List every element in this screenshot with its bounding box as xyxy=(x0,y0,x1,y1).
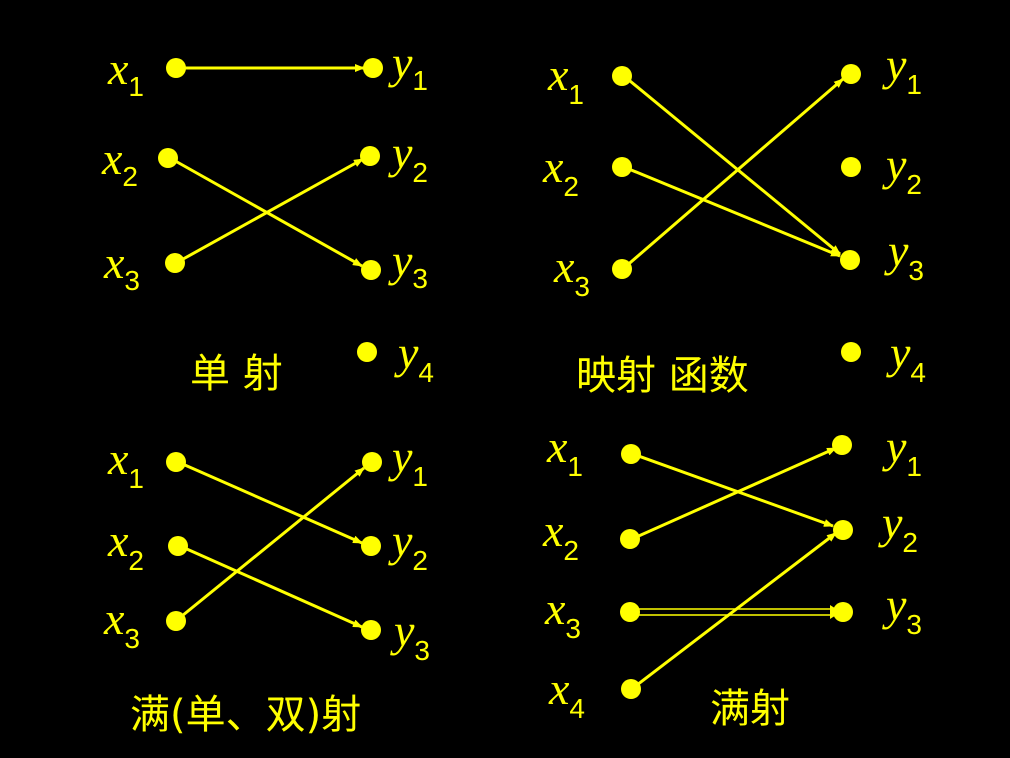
label-x2: x2 xyxy=(107,515,144,576)
point-x3 xyxy=(166,611,186,631)
point-x1 xyxy=(166,58,186,78)
point-y3 xyxy=(361,620,381,640)
point-x3 xyxy=(620,602,640,622)
point-y1 xyxy=(362,452,382,472)
caption-surjection: 满射 xyxy=(710,686,790,732)
arrow-x2-y3 xyxy=(179,544,363,629)
label-y3: y3 xyxy=(390,605,430,666)
label-y3: y3 xyxy=(884,225,924,286)
label-y3: y3 xyxy=(882,579,922,640)
label-y2: y2 xyxy=(878,497,918,558)
caption-injection: 单 射 xyxy=(190,351,283,397)
label-y3: y3 xyxy=(388,235,428,294)
label-x3: x3 xyxy=(103,593,140,654)
injection-arrows xyxy=(169,64,365,268)
arrow-x4-y2 xyxy=(632,531,837,690)
arrow-x1-y2 xyxy=(177,460,363,545)
label-x1: x1 xyxy=(107,43,144,102)
point-x1 xyxy=(621,444,641,464)
injection-points xyxy=(158,58,383,362)
point-y2 xyxy=(360,146,380,166)
surjection-labels: x1 x2 x3 x4 y1 y2 y3 xyxy=(542,421,922,724)
point-x1 xyxy=(166,452,186,472)
arrow-x3-y1 xyxy=(176,466,365,622)
label-y1: y1 xyxy=(388,37,428,96)
label-y1: y1 xyxy=(882,39,922,100)
arrow-x3-y2 xyxy=(175,157,364,265)
point-x2 xyxy=(158,148,178,168)
function-arrows xyxy=(623,74,844,270)
panel-injection: x1 x2 x3 y1 y2 y3 y4 单 射 xyxy=(101,37,434,397)
surjection-arrows xyxy=(631,446,841,690)
point-y2 xyxy=(361,536,381,556)
point-y4 xyxy=(841,342,861,362)
label-x2: x2 xyxy=(101,133,138,192)
point-x2 xyxy=(168,536,188,556)
label-x4: x4 xyxy=(548,663,585,724)
label-x2: x2 xyxy=(542,141,579,202)
label-y1: y1 xyxy=(882,421,922,482)
label-x3: x3 xyxy=(544,583,581,644)
point-y1 xyxy=(832,435,852,455)
label-y4: y4 xyxy=(886,327,926,388)
panel-surjection: x1 x2 x3 x4 y1 y2 y3 满射 xyxy=(542,421,922,732)
arrow-x1-y3 xyxy=(623,74,841,256)
label-y2: y2 xyxy=(882,139,922,200)
label-y2: y2 xyxy=(388,127,428,188)
injection-labels: x1 x2 x3 y1 y2 y3 y4 xyxy=(101,37,434,388)
caption-bijection: 满(单、双)射 xyxy=(130,692,361,738)
arrow-x1-y2 xyxy=(632,452,834,528)
point-y1 xyxy=(363,58,383,78)
point-y3 xyxy=(840,250,860,270)
point-x2 xyxy=(612,157,632,177)
point-x2 xyxy=(620,529,640,549)
panel-bijection: x1 x2 x3 y1 y2 y3 满(单、双)射 xyxy=(103,431,430,738)
label-x1: x1 xyxy=(546,421,583,482)
point-x4 xyxy=(621,679,641,699)
label-x2: x2 xyxy=(542,505,579,566)
point-y2 xyxy=(833,520,853,540)
point-x1 xyxy=(612,66,632,86)
label-y2: y2 xyxy=(388,515,428,576)
caption-function: 映射 函数 xyxy=(576,353,749,399)
arrow-x2-y1 xyxy=(631,446,837,541)
label-x1: x1 xyxy=(547,49,584,110)
point-y4 xyxy=(357,342,377,362)
label-x3: x3 xyxy=(103,237,140,296)
point-y3 xyxy=(833,602,853,622)
bijection-arrows xyxy=(176,460,365,629)
point-x3 xyxy=(612,259,632,279)
label-y1: y1 xyxy=(388,431,428,492)
bijection-labels: x1 x2 x3 y1 y2 y3 xyxy=(103,431,430,666)
point-y3 xyxy=(361,260,381,280)
function-points xyxy=(612,64,861,362)
arrow-x2-y3 xyxy=(623,165,841,258)
point-y1 xyxy=(841,64,861,84)
label-x1: x1 xyxy=(107,433,144,494)
function-labels: x1 x2 x3 y1 y2 y3 y4 xyxy=(542,39,926,388)
label-y4: y4 xyxy=(394,327,434,388)
surjection-points xyxy=(620,435,853,699)
label-x3: x3 xyxy=(553,241,590,302)
panel-function: x1 x2 x3 y1 y2 y3 y4 映射 函数 xyxy=(542,39,926,399)
arrow-x3-y1 xyxy=(623,77,844,270)
point-y2 xyxy=(841,157,861,177)
point-x3 xyxy=(165,253,185,273)
bijection-points xyxy=(166,452,382,640)
